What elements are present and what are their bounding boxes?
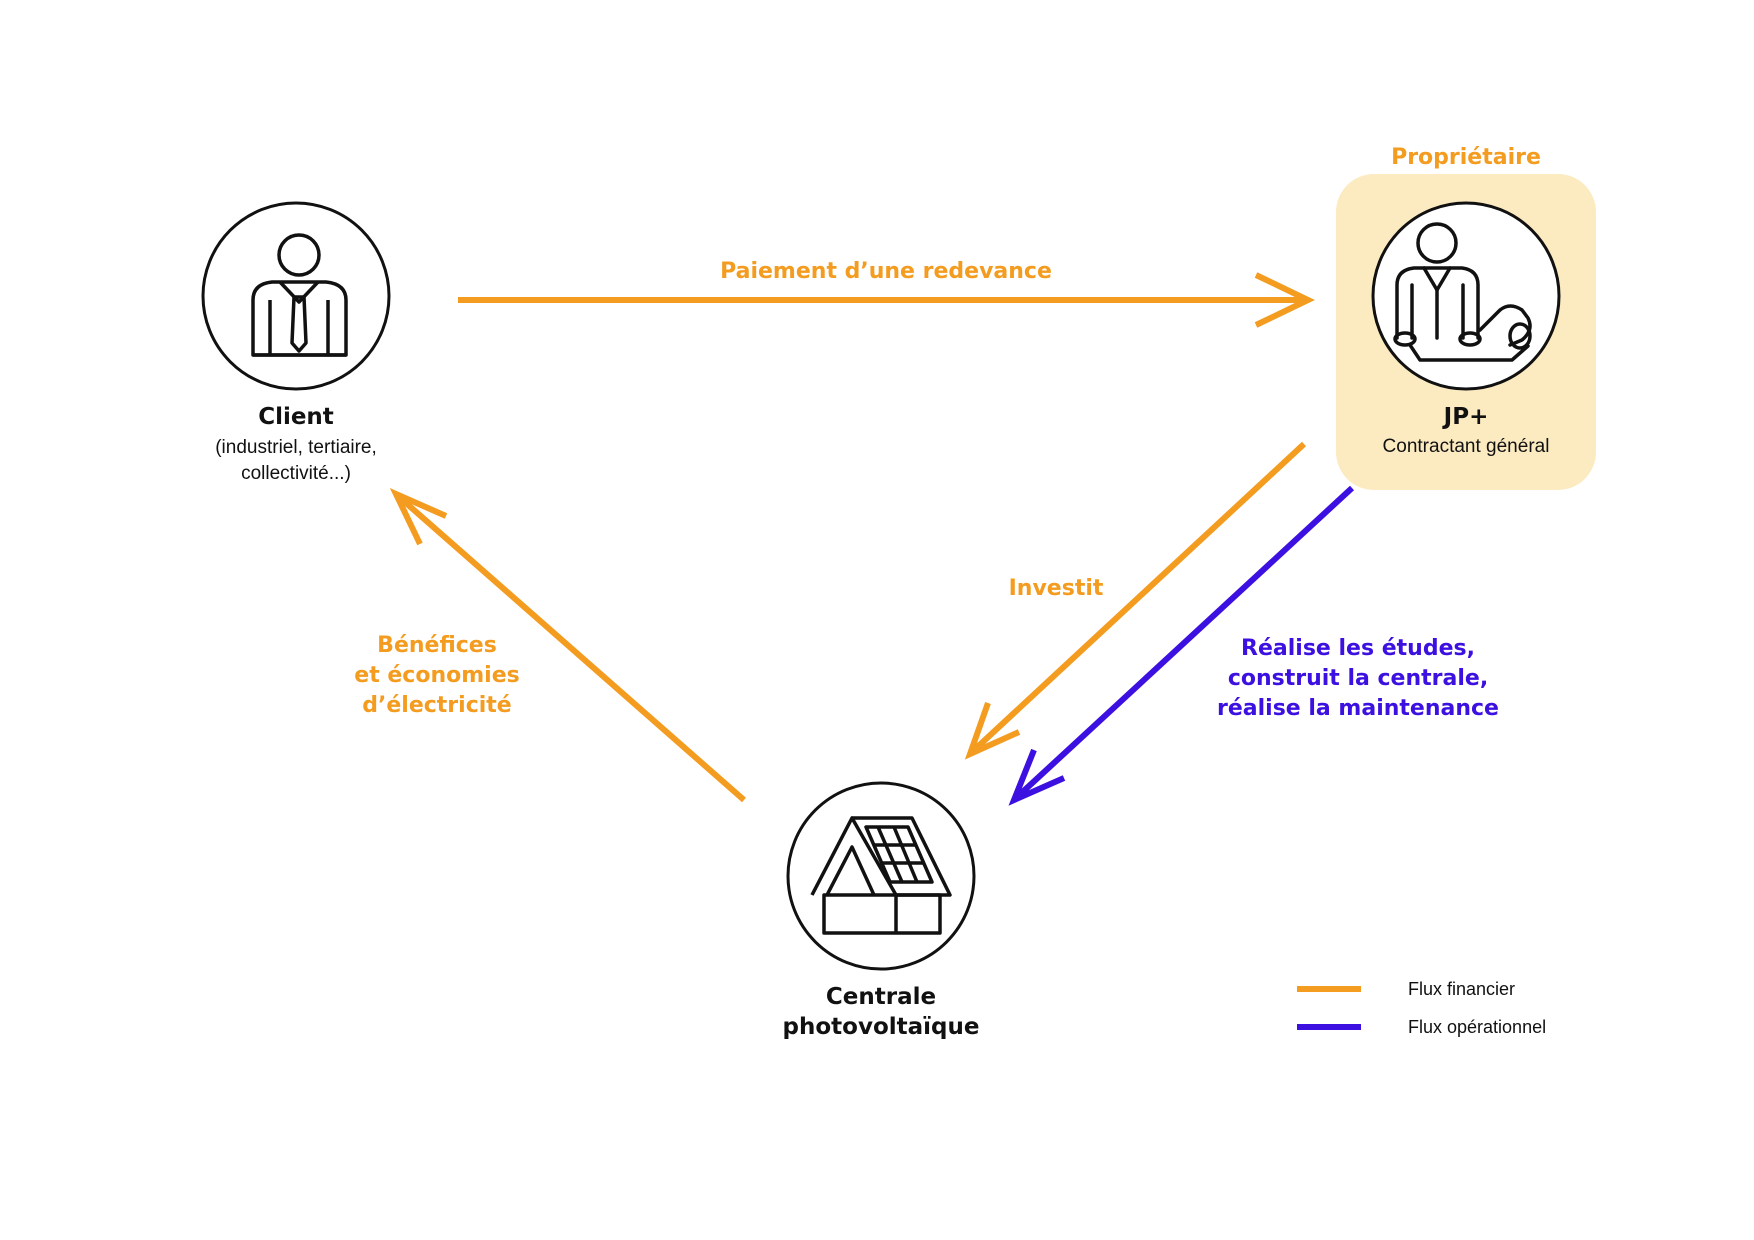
legend-operational-label: Flux opérationnel [1408, 1017, 1546, 1037]
jp-title: JP+ [1442, 404, 1489, 430]
benefices-arrow [389, 487, 746, 803]
businessman-icon [251, 233, 348, 357]
solar-roof-house-icon [810, 816, 952, 935]
investit-arrow [964, 441, 1307, 760]
engineer-with-plans-icon [1393, 222, 1532, 362]
client-title: Client [258, 404, 334, 430]
client-subtitle-line1: (industriel, tertiaire, [215, 437, 377, 458]
investit-label: Investit [1009, 576, 1104, 601]
operations-label-line3: réalise la maintenance [1217, 696, 1499, 721]
client-subtitle-line2: collectivité...) [241, 463, 351, 484]
client-node [201, 201, 391, 391]
redevance-arrow [458, 272, 1315, 328]
plant-title-line1: Centrale [826, 984, 936, 1010]
operations-label-line1: Réalise les études, [1241, 636, 1475, 661]
operations-arrow [1008, 485, 1355, 806]
jp-subtitle: Contractant général [1383, 436, 1550, 457]
benefices-label-line2: et économies [354, 663, 519, 688]
plant-node [786, 781, 976, 971]
benefices-label-line3: d’électricité [362, 693, 511, 718]
plant-title-line2: photovoltaïque [783, 1014, 980, 1040]
legend-financial-label: Flux financier [1408, 979, 1515, 999]
legend: Flux financier Flux opérationnel [1297, 979, 1546, 1037]
jp-node [1371, 201, 1561, 391]
owner-badge: Propriétaire [1391, 145, 1541, 170]
redevance-label: Paiement d’une redevance [720, 259, 1052, 284]
operations-label-line2: construit la centrale, [1228, 666, 1488, 691]
benefices-label-line1: Bénéfices [377, 633, 497, 658]
